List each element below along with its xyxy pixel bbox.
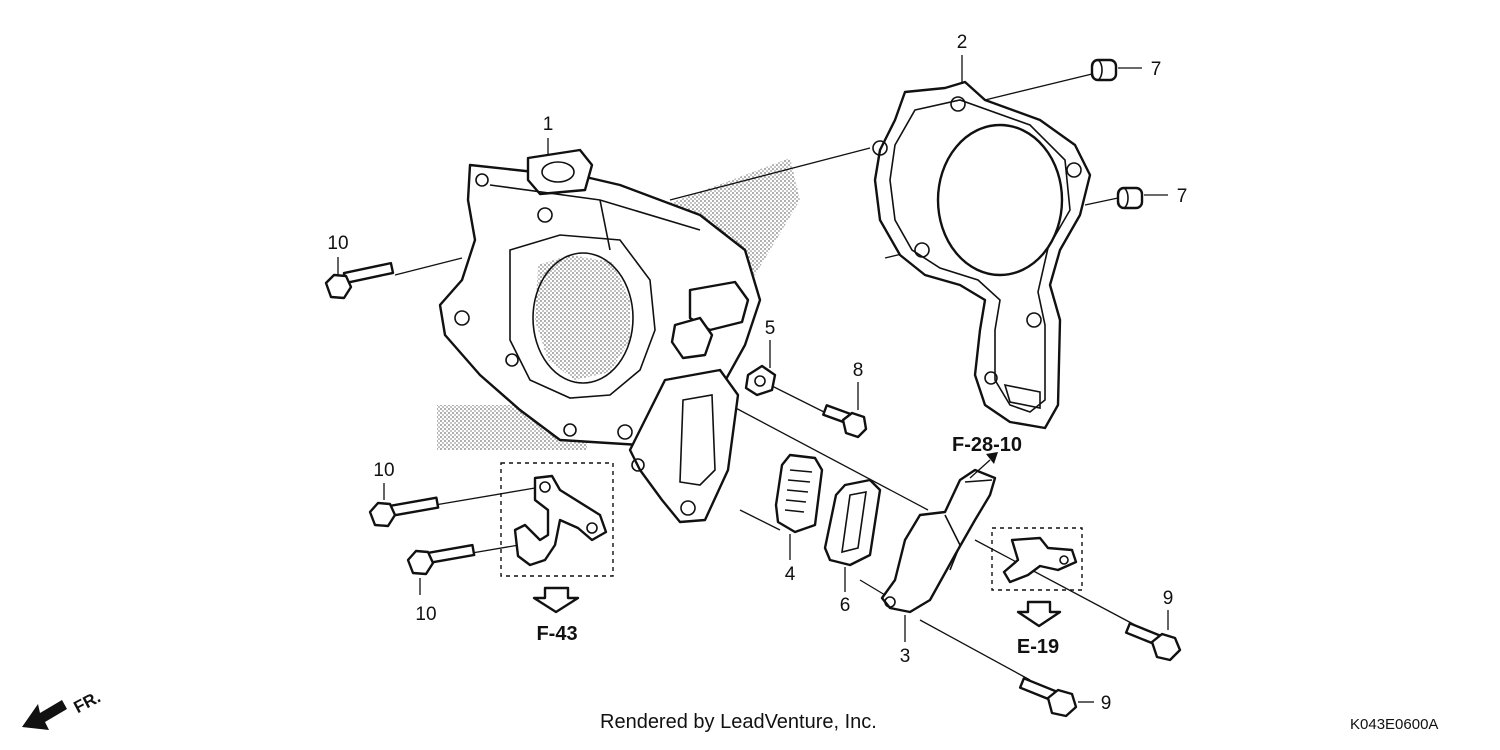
front-direction-arrow-icon: FR.	[22, 687, 104, 730]
part-label-10-upper: 10	[327, 233, 348, 254]
part-label-1: 1	[543, 114, 554, 135]
f43-arrow-icon	[532, 586, 580, 614]
callout-leaders	[337, 55, 1169, 703]
cylinder-part-1[interactable]	[438, 148, 762, 524]
part-label-10-middle: 10	[373, 460, 394, 481]
ref-label-f43[interactable]: F-43	[536, 623, 577, 645]
bracket-group-e19[interactable]	[991, 527, 1083, 628]
bolt-part-10-lower[interactable]	[406, 543, 476, 576]
front-direction-label: FR.	[71, 687, 104, 717]
ref-label-e19[interactable]: E-19	[1017, 636, 1059, 658]
part-label-9-upper: 9	[1163, 588, 1174, 609]
gasket-part-2[interactable]	[872, 80, 1092, 430]
part-label-7-upper: 7	[1151, 59, 1162, 80]
part-label-4: 4	[785, 564, 796, 585]
part-label-9-lower: 9	[1101, 693, 1112, 714]
bolt-part-9-upper[interactable]	[1124, 622, 1182, 662]
part-label-8: 8	[853, 360, 864, 381]
footer-credit: Rendered by LeadVenture, Inc.	[600, 711, 877, 733]
ref-label-f28[interactable]: F-28-10	[952, 434, 1022, 456]
clamp-group-f43[interactable]	[500, 462, 614, 614]
e19-arrow-icon	[1016, 600, 1062, 628]
bolt-part-8[interactable]	[822, 404, 868, 439]
bolt-part-9-lower[interactable]	[1018, 677, 1078, 718]
dowel-pin-part-7-upper[interactable]	[1090, 58, 1118, 82]
part-label-3: 3	[900, 646, 911, 667]
bolt-part-10-upper[interactable]	[324, 261, 395, 300]
dowel-pin-part-7-lower[interactable]	[1116, 186, 1144, 210]
ref-arrow-f28	[969, 452, 998, 479]
part-label-6: 6	[840, 595, 851, 616]
part-label-2: 2	[957, 32, 968, 53]
part-label-7-lower: 7	[1177, 186, 1188, 207]
reed-valve-part-4[interactable]	[774, 453, 824, 534]
intake-pipe-part-3[interactable]	[880, 468, 997, 614]
sensor-part-5[interactable]	[744, 364, 777, 397]
bolt-part-10-middle[interactable]	[368, 496, 440, 528]
gasket-part-6[interactable]	[823, 478, 882, 567]
part-label-5: 5	[765, 318, 776, 339]
diagram-code: K043E0600A	[1350, 716, 1439, 733]
part-label-10-lower: 10	[415, 604, 436, 625]
